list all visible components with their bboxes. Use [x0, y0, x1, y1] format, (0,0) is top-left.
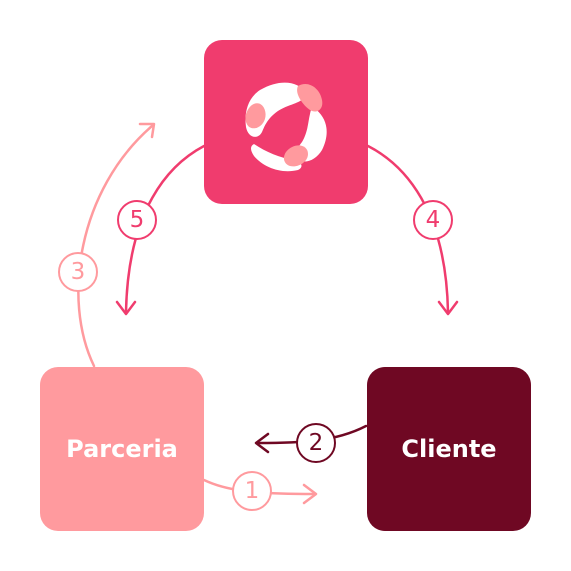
step-badge-3: 3 [58, 252, 98, 292]
cliente-node: Cliente [367, 367, 531, 531]
arrowhead-2 [254, 432, 270, 454]
connector-3 [77, 124, 154, 368]
arrowhead-5 [115, 300, 137, 316]
step-badge-5: 5 [117, 200, 157, 240]
parceria-node: Parceria [40, 367, 204, 531]
arrowhead-3 [138, 122, 156, 139]
connector-5 [124, 144, 206, 314]
step-badge-1: 1 [232, 471, 272, 511]
parceria-label: Parceria [66, 435, 178, 463]
arrowhead-4 [437, 300, 459, 316]
step-badge-4: 4 [413, 200, 453, 240]
brand-logo-icon [245, 82, 327, 172]
step-badge-2: 2 [296, 423, 336, 463]
cliente-label: Cliente [401, 435, 497, 463]
arrowhead-1 [302, 483, 318, 505]
brand-logo-node [204, 40, 368, 204]
connector-4 [366, 144, 450, 314]
